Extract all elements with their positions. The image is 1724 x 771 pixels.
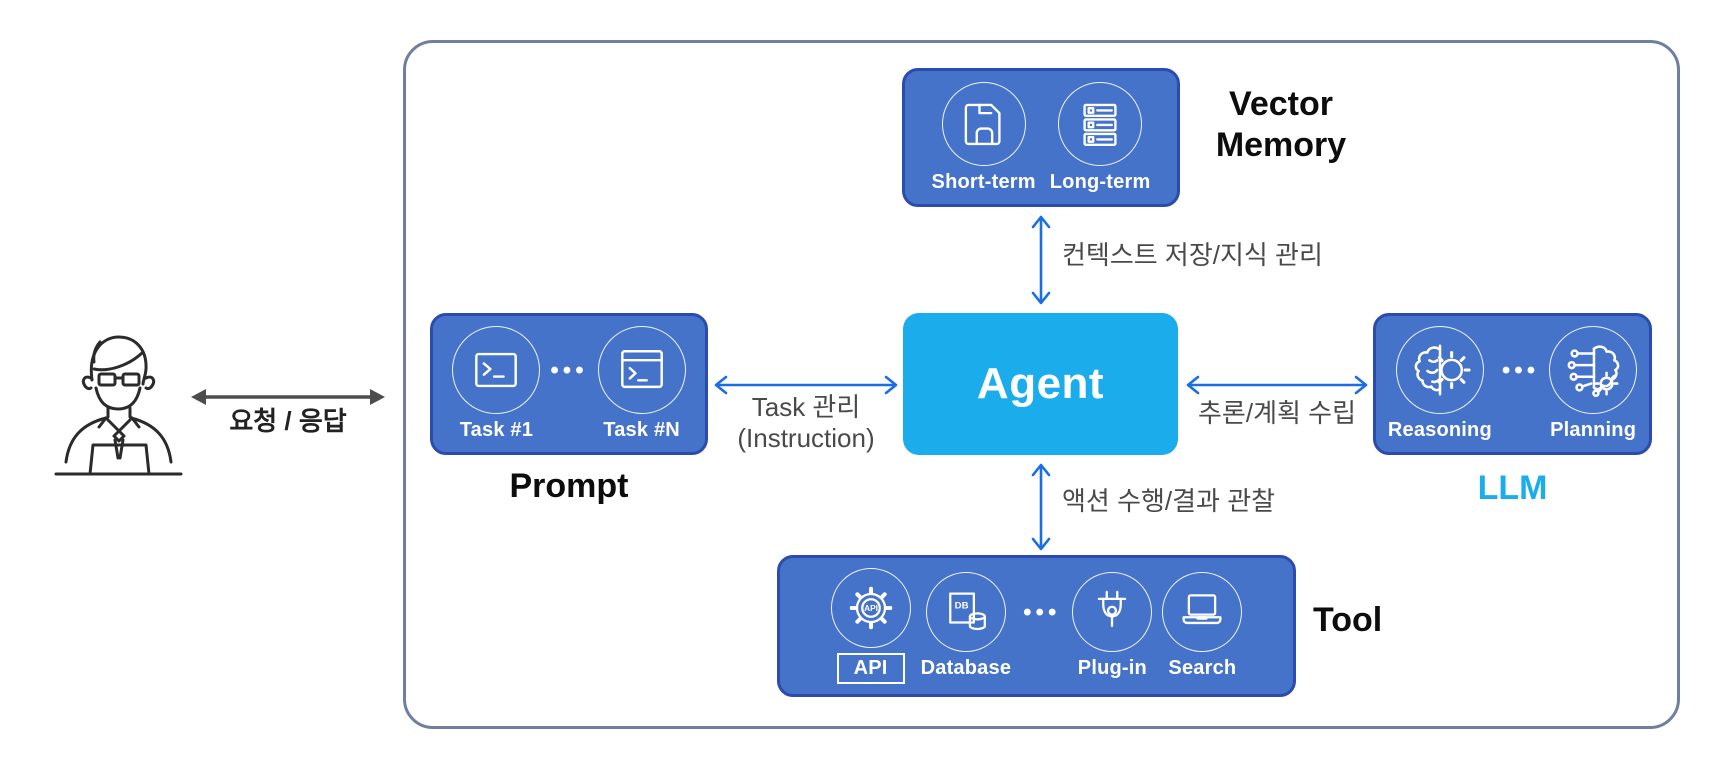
- llm-reasoning: Reasoning: [1388, 326, 1492, 442]
- prompt-agent-label-line2: (Instruction): [737, 423, 875, 453]
- agent-llm-arrow-label: 추론/계획 수립: [1198, 398, 1356, 428]
- tool-plugin: Plug-in: [1072, 572, 1153, 680]
- user-agent-arrow-label: 요청 / 응답: [229, 406, 347, 436]
- planning-label: Planning: [1550, 419, 1637, 441]
- memory-agent-arrow: [1031, 215, 1051, 305]
- prompt-title: Prompt: [509, 467, 629, 505]
- api-label: API: [836, 653, 905, 684]
- prompt-ellipsis: •••: [550, 357, 588, 384]
- prompt-agent-arrow: [714, 375, 898, 395]
- agent-llm-arrow: [1186, 375, 1368, 395]
- agent-tool-arrow: [1031, 463, 1051, 551]
- agent-tool-arrow-label: 액션 수행/결과 관찰: [1062, 486, 1276, 516]
- task-1-label: Task #1: [459, 419, 534, 441]
- long-term-label: Long-term: [1049, 170, 1151, 193]
- vector-memory-short-term: Short-term: [931, 81, 1036, 194]
- short-term-label: Short-term: [931, 170, 1036, 193]
- system-boundary: [403, 40, 1680, 729]
- tool-database: DB Database: [921, 572, 1012, 680]
- memory-agent-arrow-label: 컨텍스트 저장/지식 관리: [1062, 240, 1323, 270]
- plugin-label: Plug-in: [1077, 657, 1147, 679]
- prompt-agent-arrow-label: Task 관리 (Instruction): [701, 392, 911, 454]
- tool-node: API API DB Database: [777, 555, 1296, 697]
- vector-memory-title: Vector Memory: [1215, 85, 1347, 164]
- user-agent-arrow: [191, 389, 385, 405]
- api-gear-icon: API: [830, 568, 911, 648]
- prompt-agent-label-line1: Task 관리: [751, 392, 861, 422]
- circuit-brain-icon: [1549, 326, 1638, 414]
- prompt-task-1: Task #1: [452, 326, 541, 442]
- tool-api: API API: [830, 568, 911, 684]
- prompt-task-n: Task #N: [597, 326, 686, 442]
- terminal-window-icon: [597, 326, 686, 414]
- vector-memory-long-term: Long-term: [1049, 81, 1151, 194]
- agent-node: Agent: [903, 313, 1178, 455]
- database-label: Database: [920, 657, 1012, 679]
- svg-text:API: API: [864, 603, 878, 613]
- terminal-icon: [452, 326, 541, 414]
- tool-title: Tool: [1313, 601, 1383, 639]
- server-stack-icon: [1058, 81, 1143, 166]
- llm-title: LLM: [1477, 469, 1548, 507]
- prompt-node: Task #1 ••• Task #N: [430, 313, 708, 455]
- llm-node: Reasoning •••: [1373, 313, 1652, 455]
- llm-planning: Planning: [1549, 326, 1638, 442]
- brain-gear-icon: [1395, 326, 1484, 414]
- tool-search: Search: [1162, 572, 1243, 680]
- database-icon: DB: [925, 572, 1006, 652]
- agent-title: Agent: [976, 359, 1105, 408]
- user-person-icon: [54, 335, 183, 476]
- vector-memory-node: Short-term Long-term: [902, 68, 1180, 207]
- task-n-label: Task #N: [603, 419, 680, 441]
- tool-ellipsis: •••: [1023, 599, 1061, 626]
- floppy-disk-icon: [941, 81, 1026, 166]
- plug-icon: [1072, 572, 1153, 652]
- reasoning-label: Reasoning: [1387, 419, 1492, 441]
- laptop-icon: [1162, 572, 1243, 652]
- llm-ellipsis: •••: [1501, 357, 1540, 384]
- search-label: Search: [1168, 657, 1237, 679]
- svg-text:DB: DB: [955, 601, 969, 612]
